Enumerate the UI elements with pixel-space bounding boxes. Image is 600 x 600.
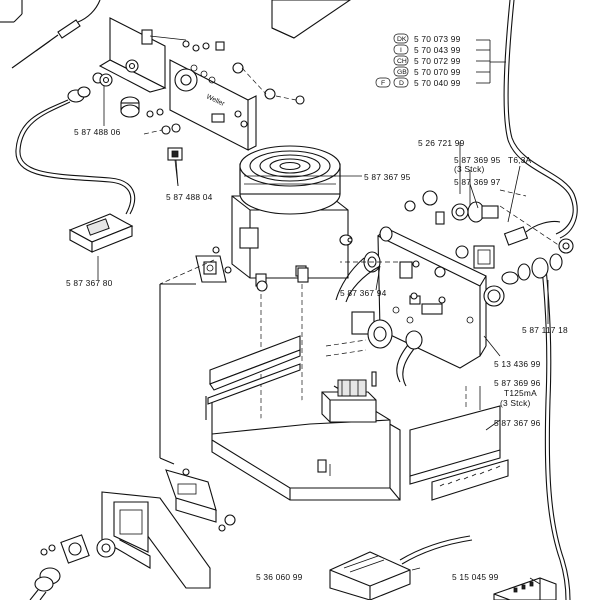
remote-control xyxy=(68,213,134,253)
leader-lines xyxy=(97,39,549,585)
country-part-number: 5 70 040 99 xyxy=(414,78,461,88)
soldering-iron xyxy=(0,0,101,69)
main-bracket xyxy=(377,227,505,369)
label-587367-94: 5 87 367 94 xyxy=(340,288,387,298)
country-row: CH 5 70 072 99 xyxy=(393,55,461,66)
front-panel: Weller xyxy=(169,59,257,151)
display-module xyxy=(165,468,236,532)
country-code: D xyxy=(399,80,404,87)
country-row: I 5 70 043 99 xyxy=(393,44,461,55)
country-code: I xyxy=(400,47,402,54)
rocker-switch xyxy=(167,147,183,187)
label-qty-3-a: (3 Stck) xyxy=(454,164,484,174)
label-fuse-t125ma: T125mA xyxy=(504,388,537,398)
country-code: F xyxy=(381,80,385,87)
country-part-number: 5 70 073 99 xyxy=(414,34,461,44)
label-515045-99: 5 15 045 99 xyxy=(452,572,499,582)
label-587369-96: 5 87 369 96 xyxy=(494,378,541,388)
country-code: GB xyxy=(397,69,407,76)
top-cover xyxy=(271,0,351,39)
tip-holder xyxy=(493,577,557,600)
mains-cable xyxy=(503,0,578,600)
front-panel-hardware xyxy=(143,40,305,135)
label-587367-80: 5 87 367 80 xyxy=(66,278,113,288)
country-row: GB 5 70 070 99 xyxy=(393,66,461,77)
output-connector xyxy=(29,534,116,600)
label-587488-06: 5 87 488 06 xyxy=(74,127,121,137)
country-table: DK 5 70 073 99 I 5 70 043 99 CH 5 70 072… xyxy=(375,33,461,88)
country-row: F D 5 70 040 99 xyxy=(375,77,461,88)
label-513436-99: 5 13 436 99 xyxy=(494,359,541,369)
label-526721-99: 5 26 721 99 xyxy=(418,138,465,148)
relay-assembly xyxy=(325,311,423,387)
front-frame xyxy=(101,491,211,589)
foot-pedal xyxy=(329,535,473,600)
loose-hardware xyxy=(159,259,446,304)
label-587367-95: 5 87 367 95 xyxy=(364,172,411,182)
label-587488-04: 5 87 488 04 xyxy=(166,192,213,202)
knob xyxy=(120,96,140,118)
part-labels: 5 87 488 06 5 87 488 04 5 87 367 80 5 87… xyxy=(66,127,568,582)
label-587367-96: 5 87 367 96 xyxy=(494,418,541,428)
label-587117-18: 5 87 117 18 xyxy=(522,325,568,335)
country-part-number: 5 70 072 99 xyxy=(414,56,461,66)
label-fuse-t6-3a: T6,3A xyxy=(508,155,532,165)
label-587369-95: 5 87 369 95 xyxy=(454,155,501,165)
round-connector xyxy=(15,72,136,215)
country-row: DK 5 70 073 99 xyxy=(393,33,461,44)
label-536060-99: 5 36 060 99 xyxy=(256,572,303,582)
right-components xyxy=(404,189,574,285)
rear-bracket xyxy=(98,17,187,93)
country-code: DK xyxy=(397,36,407,43)
heater-unit xyxy=(231,145,353,470)
vent-slots xyxy=(439,465,501,487)
transformer xyxy=(321,371,377,423)
country-part-number: 5 70 043 99 xyxy=(414,45,461,55)
label-qty-3-b: (3 Stck) xyxy=(500,398,530,408)
socket-plate xyxy=(195,246,232,283)
rail-strips xyxy=(205,335,301,420)
country-part-number: 5 70 070 99 xyxy=(414,67,461,77)
country-code: CH xyxy=(397,58,407,65)
side-panel xyxy=(409,386,509,501)
label-587369-97: 5 87 369 97 xyxy=(454,177,501,187)
